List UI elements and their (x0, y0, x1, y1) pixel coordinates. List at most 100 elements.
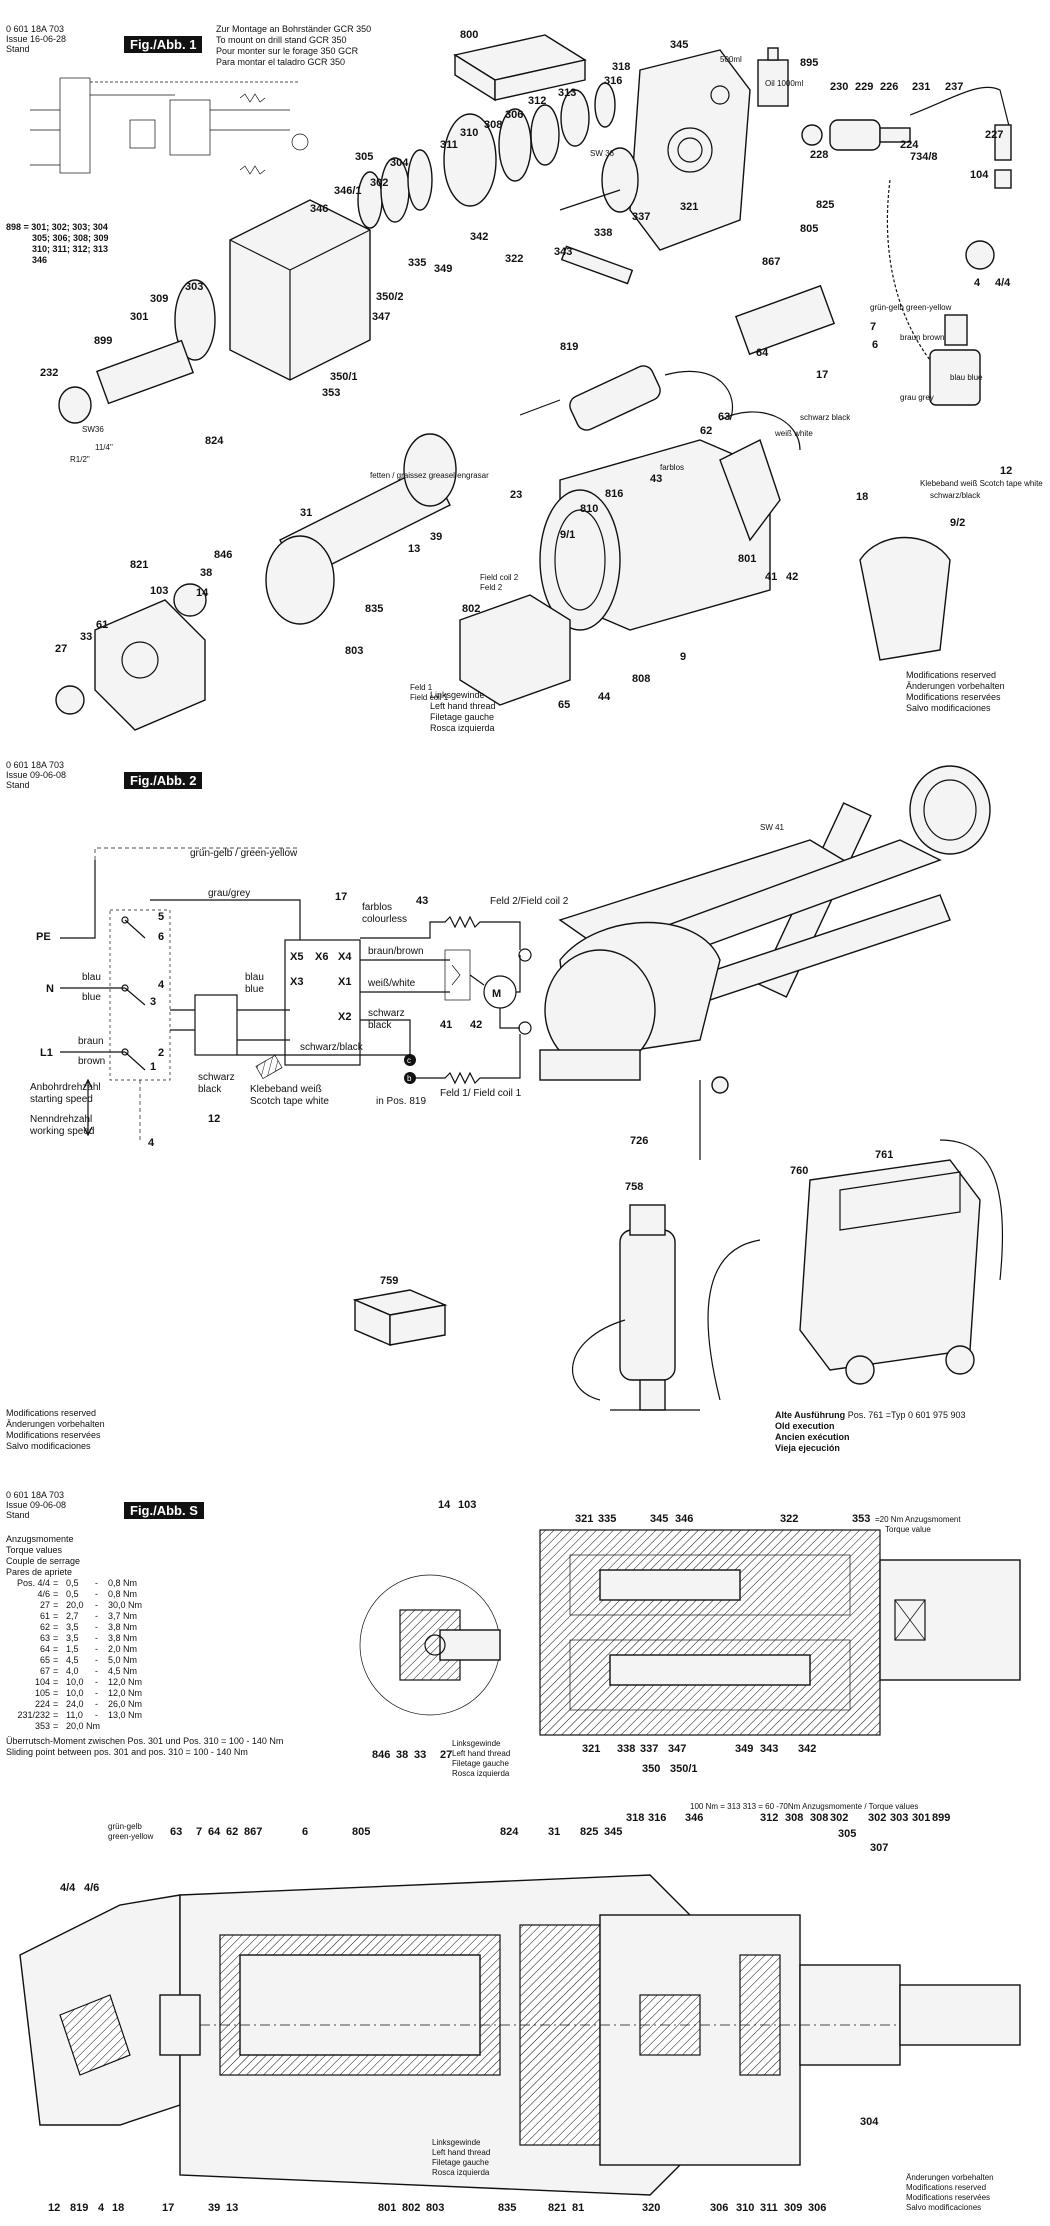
tool-cross-section (19, 1874, 1021, 2196)
mount-note-line: Zur Montage an Bohrständer GCR 350 (216, 24, 372, 34)
part-label: 4 (148, 1137, 155, 1149)
section-part: 308 (785, 1812, 803, 1824)
torque-values-sheet: 0 601 18A 703 Issue 09-06-08 Stand Fig./… (0, 1490, 1050, 1790)
thread-size: SW36 (82, 425, 104, 434)
torque-cell: 64 (39, 1644, 50, 1654)
part-label: 39 (430, 531, 442, 543)
mod-line: Modifications reservées (906, 2193, 990, 2202)
part-label: 9/1 (560, 529, 575, 541)
torque-cell: - (95, 1589, 98, 1599)
part-label: 4/4 (995, 277, 1011, 289)
full-cross-section-drawing: 100 Nm = 313 313 = 60 -70Nm Anzugsmoment… (19, 1802, 1021, 2214)
torque-row: Pos. 4/4=0,5-0,8 Nm (6, 1578, 283, 1589)
section-part: 301 (912, 1812, 930, 1824)
section-part: 349 (735, 1743, 753, 1755)
part-label: 43 (650, 473, 662, 485)
section-part: 7 (196, 1826, 202, 1838)
ground-label: grün-gelb (108, 1822, 142, 1831)
torque-cell: = (53, 1677, 59, 1687)
old-exec-line: Ancien exécution (775, 1432, 850, 1442)
detail-part: 33 (414, 1749, 426, 1761)
part-label: 824 (205, 435, 224, 447)
wiring-schematic: grün-gelb / green-yellow grau/grey PE N … (29, 847, 569, 1149)
part-label: 308 (484, 119, 502, 131)
torque-cell: = (53, 1710, 59, 1720)
terminal-x6: X6 (315, 951, 328, 963)
torque-cell: - (95, 1600, 98, 1610)
part-label: 232 (40, 367, 58, 379)
torque-cell: = (53, 1688, 59, 1698)
part-label: 734/8 (910, 151, 938, 163)
section-part: 302 (830, 1812, 848, 1824)
blue-mid-label: blau (245, 972, 264, 983)
slip-note: Sliding point between pos. 301 and pos. … (6, 1747, 248, 1757)
drill-stand-mount (453, 34, 587, 102)
gear-train (357, 82, 639, 285)
black-right-label: black (368, 1020, 392, 1031)
part-label: 31 (300, 507, 312, 519)
detail-part: 14 (438, 1499, 451, 1511)
n-wire-label: blue (82, 992, 101, 1003)
kit-line: 346 (32, 255, 48, 265)
spindle-housing (58, 199, 371, 424)
wire-label: grün-gelb green-yellow (870, 303, 952, 312)
part-label: 229 (855, 81, 873, 93)
part-label: 63 (718, 411, 730, 423)
ground-label: green-yellow (108, 1832, 154, 1841)
colorless-label: colourless (362, 914, 407, 925)
torque-cell: 65 (39, 1655, 50, 1665)
part-label: 345 (670, 39, 688, 51)
torque-cell: = (53, 1721, 59, 1731)
mod-line: Änderungen vorbehalten (6, 1419, 105, 1429)
kit-note: 898 = 301; 302; 303; 304 305; 306; 308; … (6, 222, 109, 266)
mount-note-line: Pour monter sur le forage 350 GCR (216, 46, 359, 56)
terminal-x2: X2 (338, 1011, 351, 1023)
marker-c: c (407, 1056, 411, 1065)
torque-cell: 12,0 Nm (108, 1677, 143, 1687)
terminal-x3: X3 (290, 976, 303, 988)
torque-cell: 12,0 Nm (108, 1688, 143, 1698)
torque-cell: 0,5 (66, 1589, 79, 1599)
wire-label: Feld 2 (480, 583, 503, 592)
part-label: 819 (560, 341, 578, 353)
torque-cell: 24,0 (66, 1699, 84, 1709)
left-thread-line: Linksgewinde (430, 690, 485, 700)
field-coil-1-label: Feld 1/ Field coil 1 (440, 1088, 522, 1099)
stand-label: Stand (6, 44, 30, 54)
part-label: 65 (558, 699, 570, 711)
work-speed-label: Nenndrehzahl (30, 1114, 92, 1125)
section-part: 347 (668, 1743, 686, 1755)
part-label: 17 (335, 891, 347, 903)
section-part: 316 (648, 1812, 666, 1824)
section-part: 342 (798, 1743, 816, 1755)
part-labels: 800 345 895 318 316 230 229 226 231 237 … (40, 29, 1012, 711)
torque-cell: 61 (39, 1611, 50, 1621)
torque-cell: 0,5 (66, 1578, 79, 1588)
marker-d: d (522, 951, 526, 960)
torque-cell: - (95, 1622, 98, 1632)
mod-line: Modifications reservées (6, 1430, 101, 1440)
torque-cell: = (53, 1589, 59, 1599)
wire-label: farblos (660, 463, 684, 472)
part-label: 313 (558, 87, 576, 99)
section-part: 805 (352, 1826, 370, 1838)
wire-label: blau blue (950, 373, 983, 382)
old-exec-pos: Pos. 761 =Typ 0 601 975 903 (847, 1410, 966, 1420)
wire-label: weiß white (774, 429, 813, 438)
switch-point: 1 (150, 1061, 156, 1073)
black-mid-label: black (198, 1084, 222, 1095)
figure-label: Fig./Abb. S (124, 1502, 204, 1519)
thread-size: R1/2" (70, 455, 90, 464)
torque-row: 104=10,0-12,0 Nm (6, 1677, 283, 1688)
wire-label: schwarz/black (930, 491, 981, 500)
mod-line: Modifications reserved (906, 2183, 986, 2192)
part-label: 801 (738, 553, 756, 565)
torque-cell: - (95, 1578, 98, 1588)
torque-cell: - (95, 1688, 98, 1698)
left-thread-line: Filetage gauche (432, 2158, 489, 2167)
part-label: 305 (355, 151, 373, 163)
l1-wire-label: brown (78, 1056, 105, 1067)
torque-cell: 4,5 Nm (108, 1666, 138, 1676)
blue-mid-label: blue (245, 984, 264, 995)
terminal-x5: X5 (290, 951, 303, 963)
